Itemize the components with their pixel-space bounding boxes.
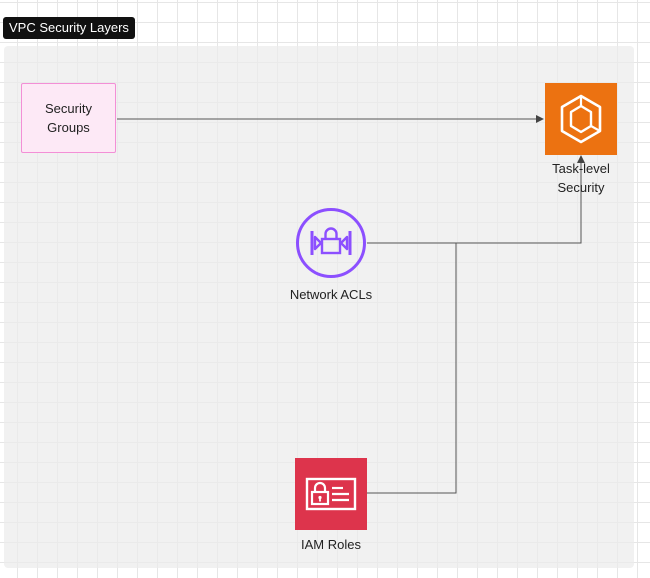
iam-roles-node[interactable] <box>295 458 367 530</box>
task-level-security-node[interactable] <box>545 83 617 155</box>
connector-network-acls-to-task[interactable] <box>367 155 585 244</box>
security-groups-label: Security Groups <box>45 101 92 135</box>
task-level-security-label: Task-level Security <box>552 161 610 195</box>
diagram-title: VPC Security Layers <box>3 17 135 39</box>
network-acl-icon <box>296 208 366 278</box>
network-acls-node[interactable] <box>295 207 367 279</box>
iam-role-icon <box>295 458 367 530</box>
iam-roles-label: IAM Roles <box>301 537 361 552</box>
connector-iam-roles-to-network[interactable] <box>367 243 457 494</box>
ecs-task-icon <box>545 83 617 155</box>
network-acls-label: Network ACLs <box>289 287 373 302</box>
security-groups-node[interactable]: Security Groups <box>21 83 116 153</box>
